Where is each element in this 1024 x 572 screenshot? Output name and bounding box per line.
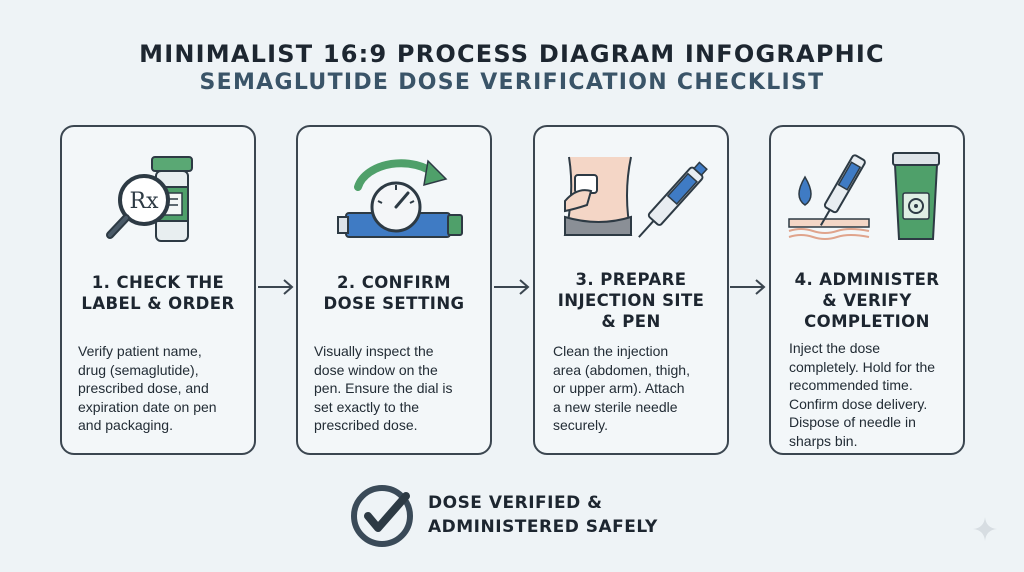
- page-subtitle: SEMAGLUTIDE DOSE VERIFICATION CHECKLIST: [199, 70, 825, 95]
- injection-site-pen-icon: [563, 156, 708, 238]
- step-1-description: Verify patient name, drug (semaglutide),…: [78, 343, 217, 433]
- step-1-title: 1. CHECK THE LABEL & ORDER: [81, 273, 235, 313]
- step-2-description: Visually inspect the dose window on the …: [314, 343, 453, 433]
- step-4-icon-area: [771, 135, 963, 255]
- step-card-2: 2. CONFIRM DOSE SETTING Visually inspect…: [296, 125, 492, 455]
- page-title: MINIMALIST 16:9 PROCESS DIAGRAM INFOGRAP…: [139, 40, 885, 68]
- rx-symbol: Rx: [130, 189, 160, 214]
- step-card-3: 3. PREPARE INJECTION SITE & PEN Clean th…: [533, 125, 729, 455]
- step-4-description: Inject the dose completely. Hold for the…: [789, 340, 936, 449]
- step-2-icon-area: [298, 135, 490, 255]
- step-1-icon-area: Rx: [62, 135, 254, 255]
- step-card-4: 4. ADMINISTER & VERIFY COMPLETION Inject…: [769, 125, 965, 455]
- arrow-right-icon: [494, 279, 530, 295]
- check-circle-icon: [351, 485, 413, 547]
- injection-sharps-bin-icon: [788, 152, 940, 240]
- sparkle-icon: [973, 517, 997, 541]
- step-card-1: Rx 1. CHECK THE LABEL & ORDER Verify pat…: [60, 125, 256, 455]
- magnifier-rx-bottle-icon: Rx: [106, 156, 193, 242]
- step-3-title: 3. PREPARE INJECTION SITE & PEN: [557, 270, 705, 331]
- footer-status-text: DOSE VERIFIED & ADMINISTERED SAFELY: [428, 493, 658, 537]
- arrow-right-icon: [730, 279, 766, 295]
- step-2-title: 2. CONFIRM DOSE SETTING: [323, 273, 465, 313]
- step-4-title: 4. ADMINISTER & VERIFY COMPLETION: [794, 270, 940, 331]
- step-3-description: Clean the injection area (abdomen, thigh…: [553, 343, 690, 433]
- step-3-icon-area: [535, 135, 727, 255]
- arrow-right-icon: [258, 279, 294, 295]
- pen-dose-dial-icon: [337, 159, 463, 238]
